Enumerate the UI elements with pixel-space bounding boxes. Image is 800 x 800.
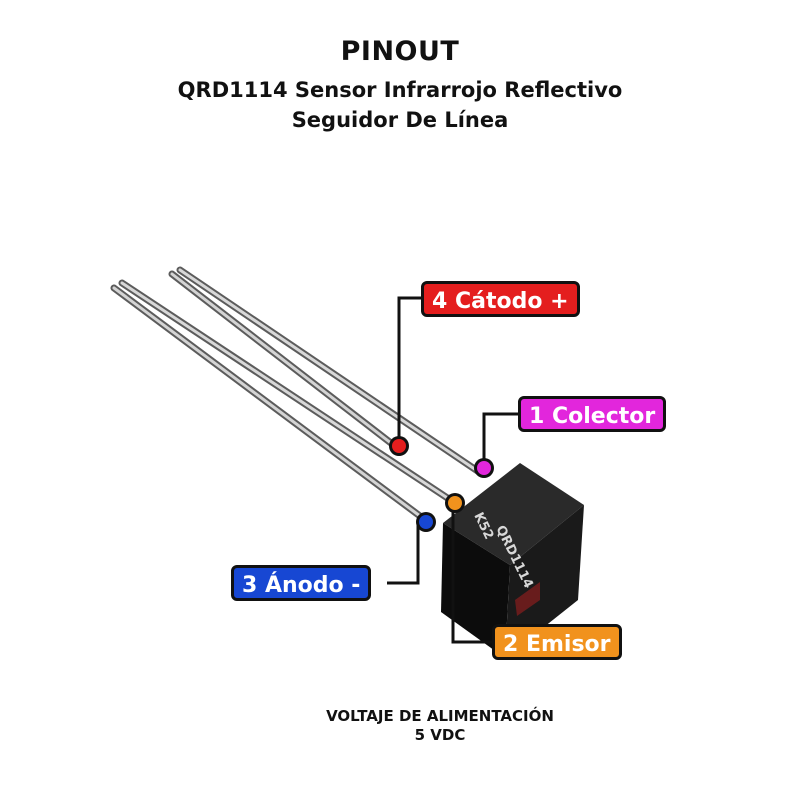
pin-1-dot [477,461,491,475]
pin-2-dot [448,496,462,510]
pin-4-dot [392,439,406,453]
supply-voltage-value: 5 VDC [414,726,466,744]
pin-1-label: 1 Colector [518,396,667,432]
subtitle-line-1: QRD1114 Sensor Infrarrojo Reflectivo [177,78,623,102]
pin-3-dot [419,515,433,529]
pin-4-label: 4 Cátodo + [421,281,580,317]
pin-2-label: 2 Emisor [492,624,622,660]
subtitle-line-2: Seguidor De Línea [291,108,509,132]
pin-markers [389,436,494,532]
pin-3-label: 3 Ánodo - [231,565,372,601]
page-title: PINOUT [340,36,460,67]
sensor-body: QRD1114 K52 [441,463,584,658]
connector-lines [387,296,518,644]
sensor-leads [110,266,486,526]
supply-voltage-caption: VOLTAJE DE ALIMENTACIÓN [326,707,554,725]
